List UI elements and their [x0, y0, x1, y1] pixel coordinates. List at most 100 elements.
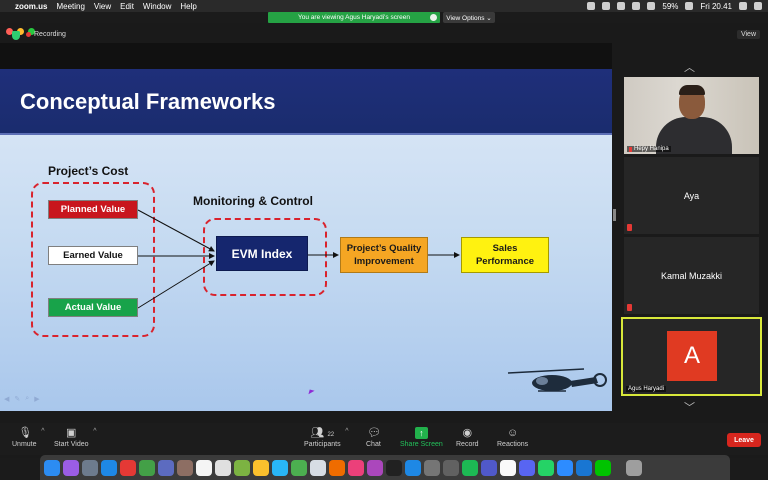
- participant-tile[interactable]: Hepy Hanipa: [624, 77, 759, 154]
- unmute-button[interactable]: 🎙︎ Unmute ^: [12, 427, 45, 448]
- planned-value-box: Planned Value: [48, 200, 138, 219]
- participant-tile[interactable]: Kamal Muzakki: [624, 237, 759, 314]
- contacts-icon[interactable]: [310, 459, 326, 476]
- numbers-icon[interactable]: [329, 459, 345, 476]
- wifi-icon[interactable]: [647, 2, 656, 10]
- reactions-icon: ☺: [506, 427, 519, 439]
- chevron-up-icon[interactable]: ^: [41, 428, 45, 435]
- view-options-button[interactable]: View Options ⌄: [443, 12, 495, 23]
- trash-icon[interactable]: [626, 459, 642, 476]
- menu-meeting[interactable]: Meeting: [56, 1, 85, 11]
- recording-dot-icon: [26, 32, 31, 37]
- status-icon[interactable]: [587, 2, 596, 10]
- battery-icon[interactable]: [685, 2, 694, 10]
- clock[interactable]: Fri 20.41: [700, 1, 732, 11]
- chrome-icon[interactable]: [139, 459, 155, 476]
- status-icon[interactable]: [602, 2, 611, 10]
- maps-icon[interactable]: [234, 459, 250, 476]
- next-slide-icon[interactable]: ▶: [34, 396, 40, 403]
- start-video-label: Start Video: [54, 441, 89, 448]
- discord-icon[interactable]: [519, 459, 535, 476]
- apple-tv-icon[interactable]: [386, 459, 402, 476]
- teams-icon[interactable]: [481, 459, 497, 476]
- sales-line-2: Performance: [475, 256, 535, 267]
- preview-icon[interactable]: [158, 459, 174, 476]
- participants-button[interactable]: 👥︎ 22 Participants ^: [304, 427, 349, 448]
- leave-button[interactable]: Leave: [727, 433, 761, 447]
- participant-tile[interactable]: Aya: [624, 157, 759, 234]
- chat-button[interactable]: 💬︎ Chat: [366, 427, 381, 448]
- prev-slide-icon[interactable]: ◀: [4, 396, 10, 403]
- spotify-icon[interactable]: [462, 459, 478, 476]
- spotlight-icon[interactable]: [739, 2, 747, 10]
- fullscreen-window-icon[interactable]: [28, 28, 35, 35]
- menu-view[interactable]: View: [93, 1, 112, 11]
- music-icon[interactable]: [348, 459, 364, 476]
- messages-icon[interactable]: [291, 459, 307, 476]
- window-controls: [6, 28, 35, 35]
- calendar-icon[interactable]: [196, 459, 212, 476]
- participants-count: 22: [327, 432, 335, 438]
- security-shield-icon[interactable]: [12, 31, 20, 40]
- whatsapp-icon[interactable]: [538, 459, 554, 476]
- finder-icon[interactable]: [44, 459, 60, 476]
- active-speaker-tile[interactable]: A Agus Haryadi: [621, 317, 762, 396]
- cost-group-box: [31, 182, 155, 337]
- reactions-button[interactable]: ☺ Reactions: [497, 427, 528, 448]
- reminders-icon[interactable]: [215, 459, 231, 476]
- app-store-icon[interactable]: [405, 459, 421, 476]
- launchpad-icon[interactable]: [82, 459, 98, 476]
- zoom-icon[interactable]: ⌕: [25, 395, 30, 402]
- chevron-up-icon[interactable]: ︿: [684, 62, 695, 74]
- zoom-icon[interactable]: [557, 459, 573, 476]
- status-dot-icon: [430, 14, 437, 21]
- mail-icon[interactable]: [576, 459, 592, 476]
- chevron-up-icon[interactable]: ^: [93, 428, 97, 435]
- chevron-down-icon[interactable]: ﹀: [684, 402, 695, 414]
- start-video-button[interactable]: ▣ Start Video ^: [54, 427, 97, 448]
- notion-icon[interactable]: [500, 459, 516, 476]
- podcasts-icon[interactable]: [367, 459, 383, 476]
- participant-name: Kamal Muzakki: [660, 271, 723, 281]
- menu-edit[interactable]: Edit: [120, 1, 134, 11]
- cloud-icon[interactable]: [617, 2, 626, 10]
- siri-icon[interactable]: [63, 459, 79, 476]
- panel-splitter-handle[interactable]: [613, 209, 616, 221]
- activity-monitor-icon[interactable]: [443, 459, 459, 476]
- record-button[interactable]: ◉ Record: [456, 427, 479, 448]
- pen-icon[interactable]: ✎: [14, 396, 21, 403]
- minimize-window-icon[interactable]: [17, 28, 24, 35]
- menu-app-name[interactable]: zoom.us: [15, 1, 48, 11]
- slide-controls[interactable]: ◀ ✎ ⌕ ▶: [4, 395, 40, 403]
- participant-name-tag: Agus Haryadi: [626, 386, 667, 392]
- evm-index-box: EVM Index: [216, 236, 308, 271]
- participant-name: Hepy Hanipa: [634, 146, 669, 152]
- menu-window[interactable]: Window: [142, 1, 172, 11]
- system-preferences-icon[interactable]: [424, 459, 440, 476]
- share-screen-label: Share Screen: [400, 441, 443, 448]
- recording-indicator[interactable]: Recording: [26, 31, 66, 38]
- participant-name: Agus Haryadi: [628, 386, 665, 392]
- menu-help[interactable]: Help: [180, 1, 197, 11]
- photos-icon[interactable]: [253, 459, 269, 476]
- close-window-icon[interactable]: [6, 28, 13, 35]
- safari-icon[interactable]: [101, 459, 117, 476]
- line-icon[interactable]: [595, 459, 611, 476]
- bluetooth-icon[interactable]: [632, 2, 641, 10]
- view-layout-button[interactable]: View: [736, 30, 760, 39]
- opera-icon[interactable]: [120, 459, 136, 476]
- notes-app-icon[interactable]: [177, 459, 193, 476]
- control-center-icon[interactable]: [754, 2, 762, 10]
- share-screen-button[interactable]: ↑ Share Screen: [400, 427, 443, 448]
- facetime-icon[interactable]: [272, 459, 288, 476]
- section-label-cost: Project’s Cost: [48, 164, 129, 178]
- muted-mic-icon: [627, 224, 632, 231]
- chevron-up-icon[interactable]: ^: [345, 428, 349, 435]
- participant-gallery: ︿ Hepy Hanipa Aya Kamal Muzakki A Agus H…: [620, 43, 765, 414]
- muted-mic-icon: [629, 146, 632, 152]
- participant-name: Aya: [683, 191, 700, 201]
- sales-line-1: Sales: [492, 243, 518, 254]
- share-screen-icon: ↑: [414, 427, 428, 439]
